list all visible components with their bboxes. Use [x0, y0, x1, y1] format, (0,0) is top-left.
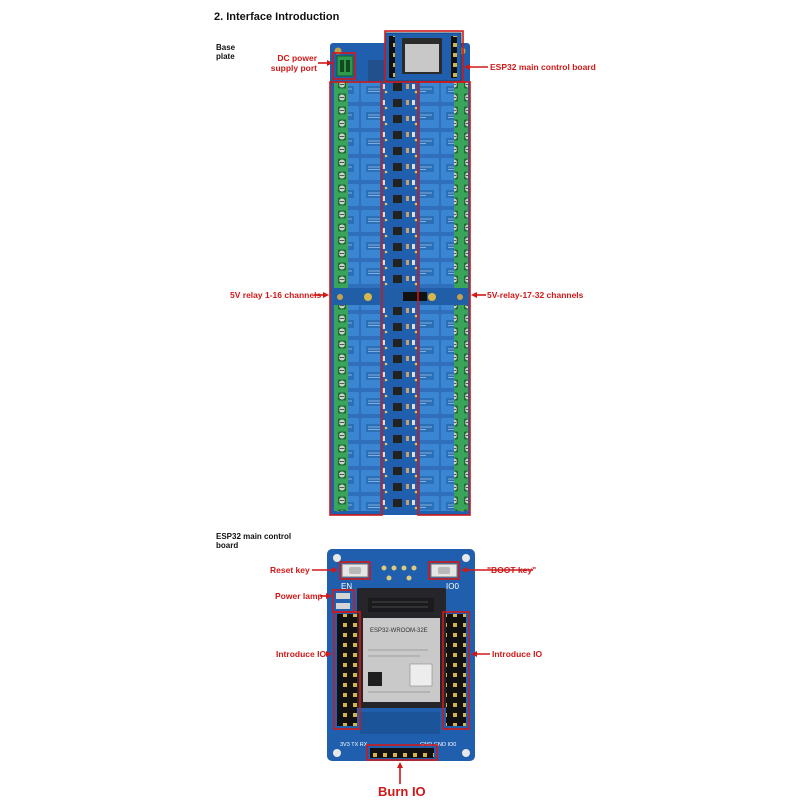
dc-power-label-line2: supply port	[270, 63, 317, 73]
terminal-block-right-lower	[454, 305, 468, 511]
relay-left-highlight	[329, 81, 383, 516]
silk-module: ESP32-WROOM-32E	[370, 628, 428, 634]
io-header-left	[337, 614, 357, 726]
esp32-board-section-label: ESP32 main control board	[216, 532, 291, 550]
silk-io0: IO0	[446, 582, 459, 591]
terminal-block-right-upper	[454, 82, 468, 288]
power-lamp-label: Power lamp	[275, 591, 323, 601]
io-header-right	[446, 614, 466, 726]
silk-bottom-left: 3V3 TX RX	[340, 742, 368, 748]
burn-io-header	[370, 748, 434, 758]
silk-en: EN	[341, 582, 352, 591]
relay-column-left-upper	[348, 82, 380, 288]
burn-io-highlight	[366, 744, 438, 761]
relay-column-right-upper	[420, 82, 454, 288]
relay-column-left-lower	[348, 305, 380, 511]
driver-components-lower	[380, 305, 420, 511]
burn-io-label: Burn IO	[378, 784, 426, 799]
introduce-io-right-label: Introduce IO	[492, 649, 543, 659]
relay-left-label: 5V relay 1-16 channels	[230, 290, 322, 300]
boot-key-highlight	[428, 561, 460, 580]
esp32-board-label-line2: board	[216, 541, 239, 550]
esp32-main-label: ESP32 main control board	[490, 62, 596, 72]
page-title: 2. Interface Introduction	[214, 11, 340, 23]
terminal-block-left-lower	[334, 305, 348, 511]
dc-power-label-line1: DC power	[277, 53, 317, 63]
esp32-main-board	[327, 549, 475, 761]
introduce-io-left-label: Introduce IO	[276, 649, 327, 659]
base-annotations	[314, 30, 488, 516]
esp32-board-label-line1: ESP32 main control	[216, 532, 292, 541]
relay-column-right-lower	[420, 305, 454, 511]
driver-components-upper	[380, 82, 420, 288]
dc-power-highlight	[332, 52, 356, 80]
boot-key-label: "BOOT key"	[487, 565, 537, 575]
relay-right-label: 5V-relay-17-32 channels	[487, 290, 584, 300]
io-right-highlight	[442, 611, 470, 730]
base-plate	[330, 43, 470, 515]
reset-key-highlight	[339, 561, 371, 580]
relay-right-highlight	[417, 81, 471, 516]
dc-power-jack	[336, 55, 354, 77]
silk-bottom-right: GND GND IO0	[420, 742, 456, 748]
io-left-highlight	[333, 611, 361, 730]
base-plate-label-line1: Base	[216, 43, 236, 52]
base-plate-label: Base plate	[216, 43, 235, 61]
reset-key-label: Reset key	[270, 565, 310, 575]
dc-power-label: DC power supply port	[263, 53, 317, 73]
esp32-module-on-base	[384, 32, 462, 82]
base-plate-label-line2: plate	[216, 52, 235, 61]
terminal-block-left-upper	[334, 82, 348, 288]
